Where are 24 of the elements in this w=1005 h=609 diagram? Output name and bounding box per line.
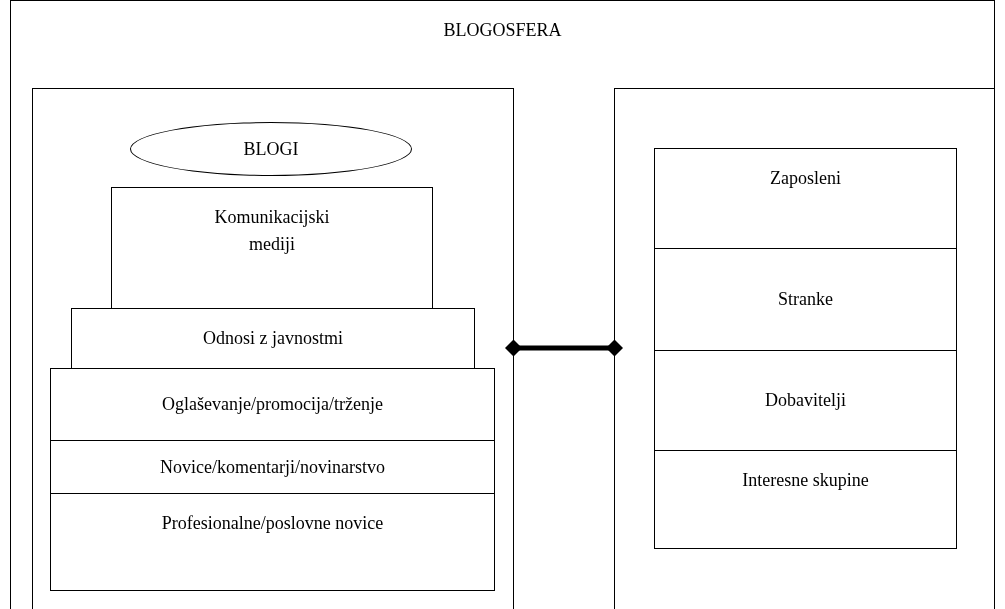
node-label: Oglaševanje/promocija/trženje — [162, 393, 383, 416]
node-label: Dobavitelji — [765, 389, 846, 412]
node-label: Zaposleni — [770, 167, 841, 190]
text-box — [71, 308, 475, 369]
node-label: Komunikacijski mediji — [213, 206, 331, 256]
container-box — [614, 88, 994, 609]
connector-line — [505, 339, 623, 357]
node-label: Profesionalne/poslovne novice — [161, 512, 384, 535]
text-box — [654, 248, 957, 351]
container-box — [32, 88, 514, 609]
node-label: Interesne skupine — [742, 469, 869, 492]
text-box — [654, 350, 957, 451]
text-box — [50, 368, 495, 441]
text-box — [111, 187, 433, 309]
node-label: Odnosi z javnostmi — [203, 327, 343, 350]
text-box — [654, 450, 957, 549]
diagram-heading: BLOGOSFERA — [443, 19, 562, 42]
node-label: Novice/komentarji/novinarstvo — [160, 455, 385, 479]
text-box — [50, 493, 495, 591]
node-label: BLOGI — [243, 137, 299, 161]
outer-frame — [10, 0, 995, 609]
text-box — [50, 440, 495, 494]
node-label: Stranke — [778, 288, 833, 311]
text-box — [654, 148, 957, 249]
